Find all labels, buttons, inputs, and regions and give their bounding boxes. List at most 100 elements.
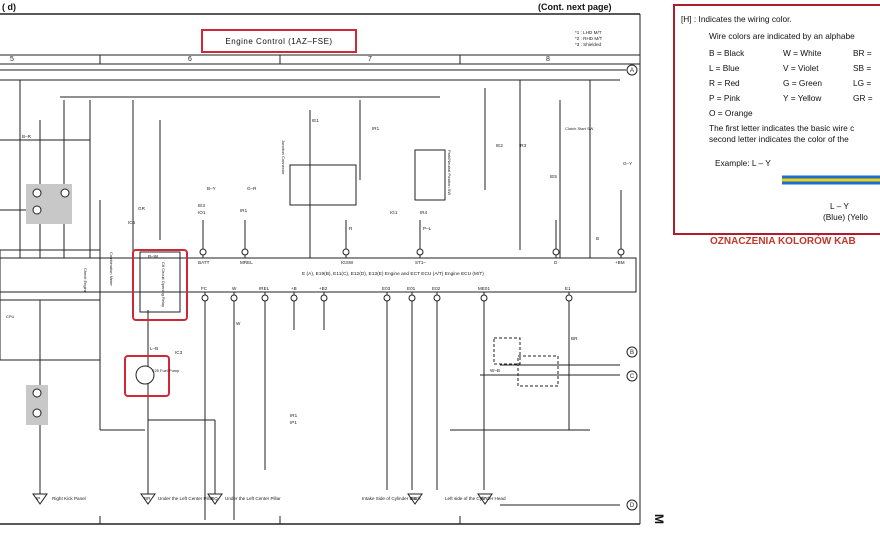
connector-ref: IE3 [198, 203, 205, 208]
legend-example-label: Example: L – Y [715, 158, 771, 168]
component-pnp-switch: Park/Neutral Position SW [447, 150, 452, 195]
ecu-pin-mrel: MREL [240, 260, 253, 265]
wire-color-legend: [H] : Indicates the wiring color. Wire c… [673, 4, 880, 235]
column-number-8: 8 [546, 56, 550, 63]
legend-color: W = White [783, 48, 822, 58]
ground-label-ip: Right Kick Panel [52, 496, 86, 501]
legend-note: The first letter indicates the basic wir… [709, 123, 855, 133]
side-marker-c: C [630, 374, 635, 380]
component-clutch-switch: Clutch Start SW [565, 126, 594, 131]
connector-ref: IR4 [420, 210, 428, 215]
ground-id-bq: BQ [211, 496, 218, 501]
ground-id-ip: IP [36, 496, 40, 501]
connector-ref: IR1 [290, 413, 298, 418]
wire-code: L–B [150, 346, 158, 351]
legend-color: SB = [853, 63, 872, 73]
ecu-pin-e01: E01 [407, 286, 416, 291]
wire-code: W–B [490, 368, 500, 373]
legend-color: O = Orange [709, 108, 753, 118]
header-fragment: ( d) [2, 2, 16, 12]
connector-ref: IE5 [550, 174, 557, 179]
wire-code: BR [571, 336, 578, 341]
ecu-pin-b2: +B2 [319, 286, 328, 291]
ecu-pin-batt: BATT [198, 260, 210, 265]
legend-note: second letter indicates the color of the [709, 134, 849, 144]
side-marker-d: D [630, 503, 635, 509]
side-marker-a: A [630, 68, 634, 74]
component-cpu: CPU [6, 314, 15, 319]
ecu-pin-e1: E1 [565, 286, 571, 291]
wire-code: G–R [247, 186, 257, 191]
column-number-7: 7 [368, 56, 372, 63]
ecu-pin-st1: ST1– [415, 260, 426, 265]
ecu-pin-igsw: IGSW [341, 260, 354, 265]
component-relay: C8 Circuit Opening Relay [161, 262, 166, 307]
wire-code: GR [138, 206, 146, 211]
variant-note: *3 : Shielded [575, 42, 601, 47]
ground-id-ee: EE [411, 496, 417, 501]
ecu-pin-fc: FC [201, 286, 208, 291]
wire-code: R [349, 226, 353, 231]
connector-ref: IG1 [390, 210, 398, 215]
component-combination-meter: Combination Meter [109, 252, 114, 286]
ground-id-ef: EF [481, 496, 487, 501]
legend-caption: OZNACZENIA KOLORÓW KAB [710, 236, 856, 247]
connector-ref: IE2 [496, 143, 503, 148]
ecu-pin-me01: ME01 [478, 286, 490, 291]
legend-example-names: (Blue) (Yello [823, 212, 868, 222]
variant-note: *2 : RHD M/T [575, 36, 603, 41]
ground-id-br: BR [144, 496, 151, 501]
column-number-6: 6 [188, 56, 192, 63]
connector-ref: IO1 [198, 210, 206, 215]
legend-color: B = Black [709, 48, 745, 58]
wire-code: B–R [22, 134, 32, 139]
side-marker-b: B [630, 350, 634, 356]
connector-ref: IP1 [290, 420, 297, 425]
wire-code: P–L [423, 226, 432, 231]
legend-color: P = Pink [709, 93, 740, 103]
ground-label-bq: Under the Left Center Pillar [225, 496, 281, 501]
legend-intro: Wire colors are indicated by an alphabe [709, 31, 855, 41]
connector-ref: IR1 [240, 208, 248, 213]
ecu-pin-irel: IREL [259, 286, 270, 291]
component-fuel-pump: F25 Fuel Pump [152, 368, 180, 373]
legend-color: BR = [853, 48, 872, 58]
legend-title: [H] : Indicates the wiring color. [681, 14, 792, 24]
ground-label-ef: Left side of the Cylinder Head [445, 496, 506, 501]
column-number-5: 5 [10, 56, 14, 63]
ecu-pin-w: W [232, 286, 237, 291]
wire-code: B–Y [207, 186, 216, 191]
diagram-title: Engine Control (1AZ–FSE) [201, 29, 357, 53]
ground-label-br: Under the Left Center Pillar [158, 496, 214, 501]
component-check-engine: Check Engine [83, 268, 88, 294]
component-junction-connector: Junction Connector [281, 140, 286, 175]
legend-example-code: L – Y [830, 201, 849, 211]
connector-ref: IR1 [372, 126, 380, 131]
legend-color: GR = [853, 93, 873, 103]
connector-ref: IC6 [128, 220, 136, 225]
wire-code: B–W [148, 254, 159, 259]
ecu-pin-e03: E03 [382, 286, 391, 291]
legend-color: Y = Yellow [783, 93, 822, 103]
connector-ref: IR3 [519, 143, 527, 148]
ecu-pin-b: +B [291, 286, 297, 291]
connector-ref: IC3 [175, 350, 183, 355]
ecu-pin-bm: +BM [615, 260, 625, 265]
ground-label-ee: Intake Side of Cylinder Block [362, 496, 421, 501]
ecu-label: E (A), E19(B), E11(C), E12(D), E13(E) En… [302, 271, 484, 277]
legend-color: R = Red [709, 78, 740, 88]
legend-color: L = Blue [709, 63, 740, 73]
ecu-pin-d: D [554, 260, 558, 265]
wire-code: B [596, 236, 599, 241]
legend-color: LG = [853, 78, 872, 88]
side-label: M [652, 514, 666, 524]
wire-code: G–Y [623, 161, 632, 166]
ecu-pin-e02: E02 [432, 286, 441, 291]
continued-label: (Cont. next page) [538, 2, 612, 12]
legend-color: G = Green [783, 78, 822, 88]
wire-code: W [236, 321, 241, 326]
legend-color: V = Violet [783, 63, 819, 73]
connector-ref: IE1 [312, 118, 319, 123]
variant-note: *1 : LHD M/T [575, 30, 602, 35]
